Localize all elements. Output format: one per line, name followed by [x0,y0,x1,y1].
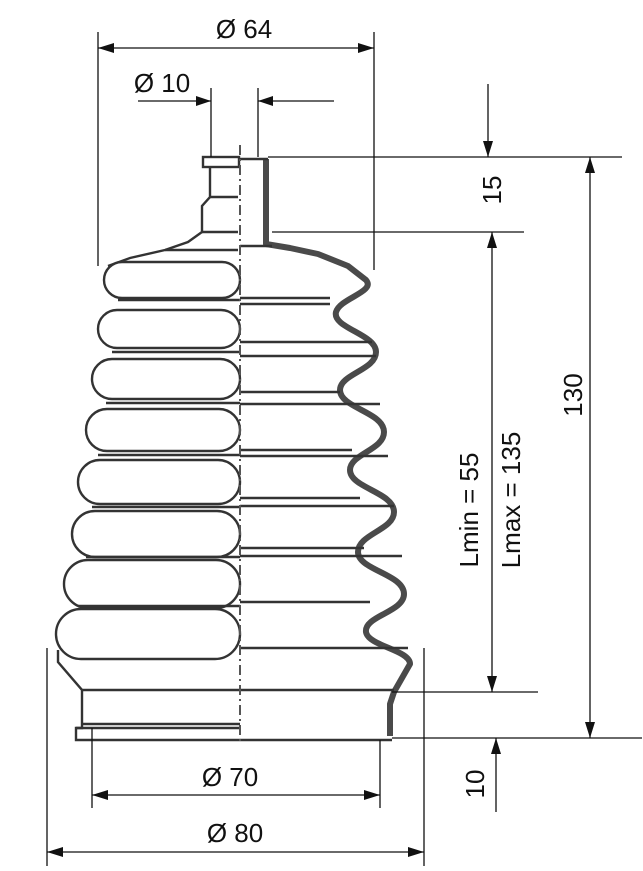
dimension-outer-top-diameter: Ø 64 [97,14,375,270]
dimension-inner-bottom-diameter: Ø 70 [91,728,381,808]
neck-height-label: 15 [477,176,507,205]
convolution-folds [54,260,242,661]
outer-top-diameter-label: Ø 64 [216,14,272,44]
max-length-label: Lmax = 135 [496,432,526,569]
dimension-base-height: 10 [392,737,642,812]
section-interior-lines [240,157,408,742]
neck-left [107,167,212,268]
dimension-neck-height: 15 [268,84,622,233]
dimension-total-length: 130 [558,157,595,738]
bellows-exterior-view [54,155,242,742]
neck-diameter-label: Ø 10 [134,68,190,98]
min-length-label: Lmin = 55 [454,453,484,568]
section-wall [263,159,413,736]
neck-cap [201,155,241,169]
dimension-travel-length: Lmin = 55 Lmax = 135 [392,232,538,693]
inner-bottom-diameter-label: Ø 70 [202,762,258,792]
outer-bottom-diameter-label: Ø 80 [207,818,263,848]
dimension-outer-bottom-diameter: Ø 80 [46,648,425,866]
base-height-label: 10 [460,770,490,799]
total-length-label: 130 [558,373,588,416]
dimension-neck-diameter: Ø 10 [134,68,334,157]
bottom-cuff [56,650,240,742]
bellows-section-view [240,157,413,742]
fold-valleys [78,298,240,608]
